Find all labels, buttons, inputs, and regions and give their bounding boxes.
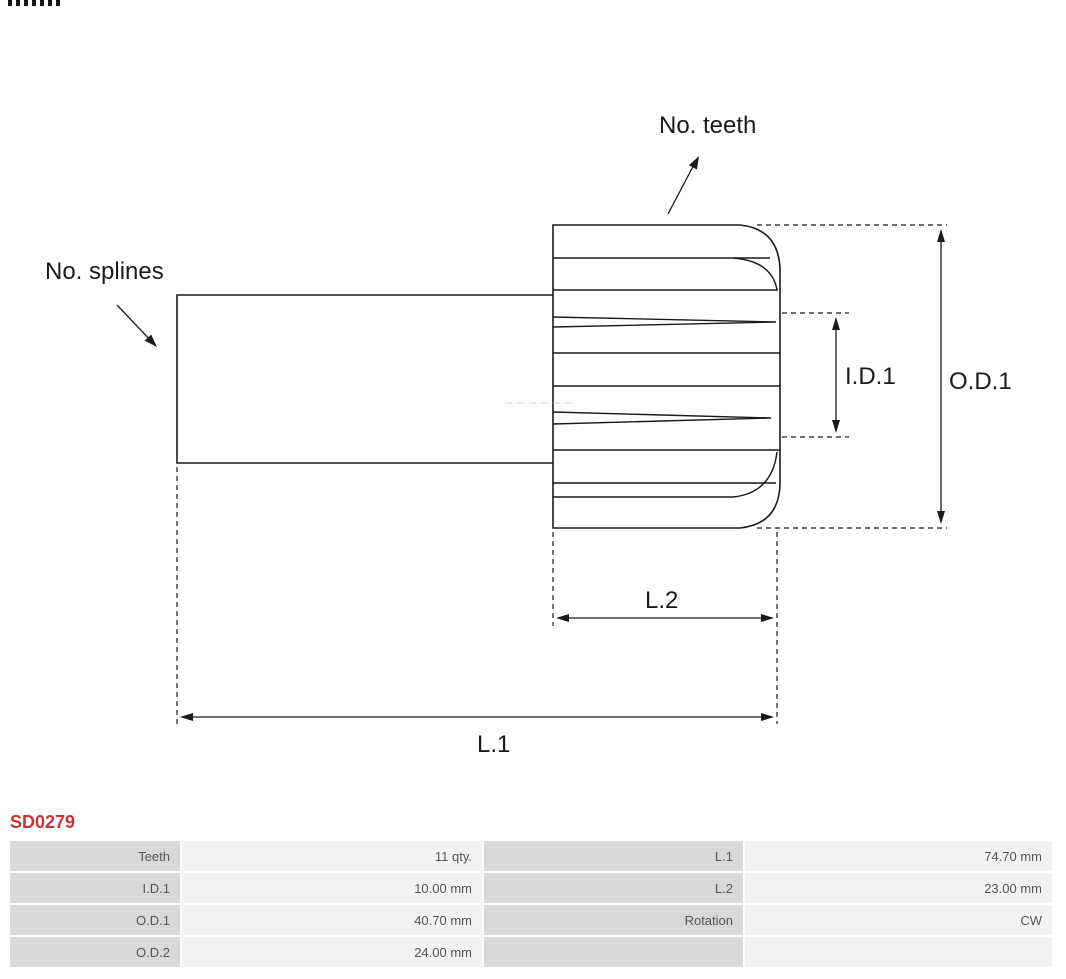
spec-row: O.D.2 24.00 mm bbox=[10, 937, 1052, 967]
pinion-outline bbox=[552, 224, 781, 529]
part-code: SD0279 bbox=[10, 812, 76, 832]
spec-row: I.D.1 10.00 mm L.2 23.00 mm bbox=[10, 873, 1052, 903]
gear-teeth-lines bbox=[552, 257, 780, 498]
extension-lines bbox=[176, 224, 947, 724]
spec-value-od2: 24.00 mm bbox=[182, 937, 482, 967]
spec-label-l2: L.2 bbox=[484, 873, 743, 903]
l1-label: L.1 bbox=[477, 731, 510, 758]
spec-value-teeth: 11 qty. bbox=[182, 841, 482, 871]
spec-label-empty bbox=[484, 937, 743, 967]
arrowheads bbox=[144, 156, 945, 721]
spec-label-rotation: Rotation bbox=[484, 905, 743, 935]
spec-value-id1: 10.00 mm bbox=[182, 873, 482, 903]
spec-label-id1: I.D.1 bbox=[10, 873, 180, 903]
spec-row: O.D.1 40.70 mm Rotation CW bbox=[10, 905, 1052, 935]
no-splines-label: No. splines bbox=[45, 258, 164, 285]
od1-label: O.D.1 bbox=[949, 368, 1012, 395]
spec-row: Teeth 11 qty. L.1 74.70 mm bbox=[10, 841, 1052, 871]
id1-label: I.D.1 bbox=[845, 363, 896, 390]
dimension-lines bbox=[116, 158, 942, 718]
spec-value-rotation: CW bbox=[745, 905, 1052, 935]
spec-label-od1: O.D.1 bbox=[10, 905, 180, 935]
spec-value-l1: 74.70 mm bbox=[745, 841, 1052, 871]
spec-label-od2: O.D.2 bbox=[10, 937, 180, 967]
striped-logo-fragment bbox=[8, 0, 61, 6]
l2-label: L.2 bbox=[645, 587, 678, 614]
spec-value-empty bbox=[745, 937, 1052, 967]
spec-label-l1: L.1 bbox=[484, 841, 743, 871]
technical-drawing: No. teeth No. splines I.D.1 O.D.1 L.2 L.… bbox=[45, 112, 1012, 758]
spec-label-teeth: Teeth bbox=[10, 841, 180, 871]
spec-value-l2: 23.00 mm bbox=[745, 873, 1052, 903]
spec-value-od1: 40.70 mm bbox=[182, 905, 482, 935]
shaft-outline bbox=[176, 294, 553, 464]
spec-table: Teeth 11 qty. L.1 74.70 mm I.D.1 10.00 m… bbox=[8, 839, 1054, 969]
no-teeth-label: No. teeth bbox=[659, 112, 756, 139]
